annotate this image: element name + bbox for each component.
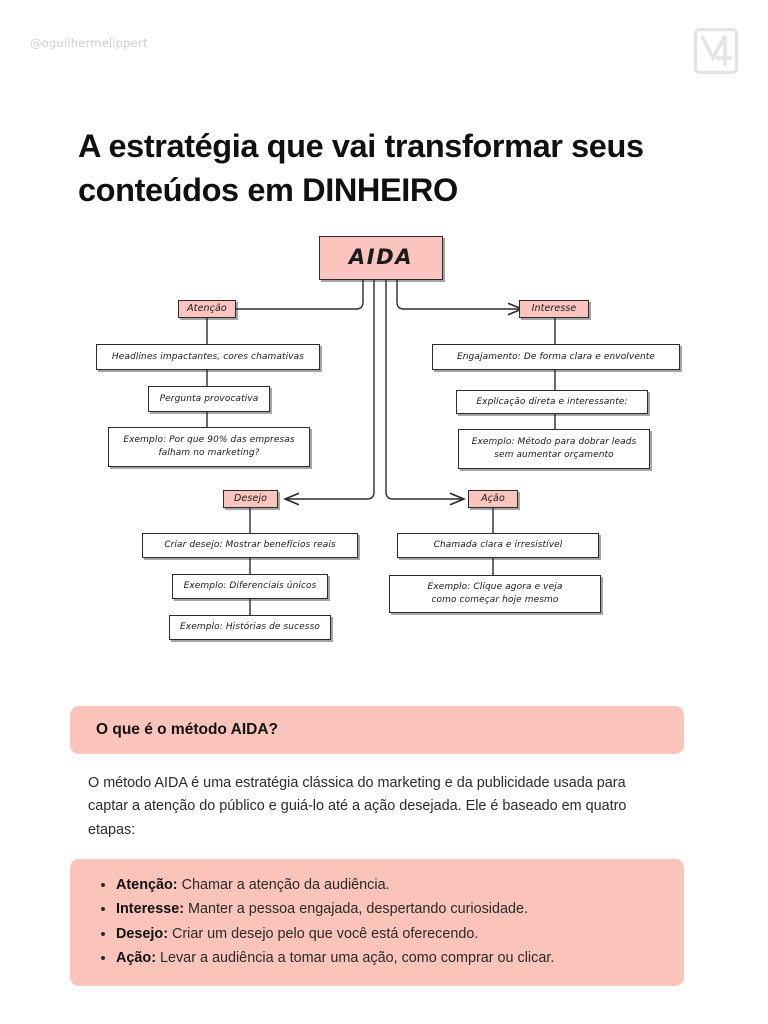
article-paragraph: O método AIDA é uma estratégia clássica … — [88, 775, 627, 838]
bullet-term: Interesse: — [116, 901, 184, 918]
node-acao-item-2[interactable]: Exemplo: Clique agora e veja como começa… — [389, 575, 601, 613]
bullet-term: Atenção: — [116, 876, 178, 893]
bullet-term: Desejo: — [116, 925, 168, 942]
bullet-text: Criar um desejo pelo que você está ofere… — [167, 925, 479, 942]
article-section: O que é o método AIDA? O método AIDA é u… — [70, 706, 684, 987]
node-interesse-item-2-label: Explicação direta e interessante: — [476, 396, 628, 407]
node-atencao-item-1[interactable]: Headlines impactantes, cores chamativas — [96, 344, 320, 370]
node-stage-desejo[interactable]: Desejo — [223, 490, 278, 508]
bullet-text: Levar a audiência a tomar uma ação, como… — [155, 949, 555, 966]
node-stage-desejo-label: Desejo — [233, 493, 267, 505]
node-stage-atencao[interactable]: Atenção — [178, 300, 236, 318]
list-item: Atenção: Chamar a atenção da audiência. — [116, 874, 664, 897]
callout-heading: O que é o método AIDA? — [70, 706, 684, 754]
node-interesse-item-1[interactable]: Engajamento: De forma clara e envolvente — [432, 344, 680, 370]
node-atencao-item-3-label: Exemplo: Por que 90% das empresas falham… — [123, 435, 295, 458]
bullet-term: Ação: — [116, 949, 156, 966]
node-desejo-item-3[interactable]: Exemplo: Histórias de sucesso — [169, 615, 331, 640]
node-aida-label: AIDA — [348, 245, 414, 270]
node-desejo-item-3-label: Exemplo: Histórias de sucesso — [180, 622, 320, 633]
node-stage-acao[interactable]: Ação — [468, 490, 518, 508]
node-aida[interactable]: AIDA — [319, 236, 443, 280]
aida-bullets-panel: Atenção: Chamar a atenção da audiência. … — [70, 858, 684, 987]
node-acao-item-1-label: Chamada clara e irresistível — [433, 540, 563, 551]
node-stage-interesse[interactable]: Interesse — [519, 300, 589, 318]
list-item: Interesse: Manter a pessoa engajada, des… — [116, 898, 664, 921]
node-stage-atencao-label: Atenção — [187, 303, 227, 315]
author-handle: @oguilhermelippert — [30, 36, 148, 50]
bullet-text: Manter a pessoa engajada, despertando cu… — [184, 901, 529, 918]
node-atencao-item-2-label: Pergunta provocativa — [159, 393, 259, 404]
aida-diagram: AIDA Atenção Interesse Desejo Ação Headl… — [0, 222, 768, 662]
node-interesse-item-1-label: Engajamento: De forma clara e envolvente — [456, 351, 656, 362]
node-acao-item-1[interactable]: Chamada clara e irresistível — [397, 533, 599, 558]
node-desejo-item-2[interactable]: Exemplo: Diferenciais únicos — [172, 574, 328, 599]
node-interesse-item-3-label: Exemplo: Método para dobrar leads sem au… — [471, 437, 637, 460]
bullet-text: Chamar a atenção da audiência. — [177, 876, 390, 893]
node-atencao-item-2[interactable]: Pergunta provocativa — [148, 386, 270, 412]
diagram-connectors — [206, 280, 556, 615]
node-interesse-item-2[interactable]: Explicação direta e interessante: — [456, 390, 648, 414]
node-atencao-item-3[interactable]: Exemplo: Por que 90% das empresas falham… — [108, 427, 310, 467]
node-atencao-item-1-label: Headlines impactantes, cores chamativas — [111, 351, 305, 362]
v4-logo-icon — [694, 28, 738, 74]
node-desejo-item-2-label: Exemplo: Diferenciais únicos — [183, 581, 317, 592]
node-interesse-item-3[interactable]: Exemplo: Método para dobrar leads sem au… — [458, 429, 650, 469]
list-item: Desejo: Criar um desejo pelo que você es… — [116, 923, 664, 946]
node-acao-item-2-label: Exemplo: Clique agora e veja como começa… — [427, 582, 563, 605]
aida-bullets-list: Atenção: Chamar a atenção da audiência. … — [90, 874, 664, 970]
list-item: Ação: Levar a audiência a tomar uma ação… — [116, 947, 664, 970]
node-stage-acao-label: Ação — [481, 493, 505, 505]
node-desejo-item-1-label: Criar desejo: Mostrar benefícios reais — [164, 540, 336, 551]
page-title: A estratégia que vai transformar seus co… — [78, 127, 644, 208]
node-desejo-item-1[interactable]: Criar desejo: Mostrar benefícios reais — [142, 533, 358, 558]
node-stage-interesse-label: Interesse — [531, 303, 577, 315]
